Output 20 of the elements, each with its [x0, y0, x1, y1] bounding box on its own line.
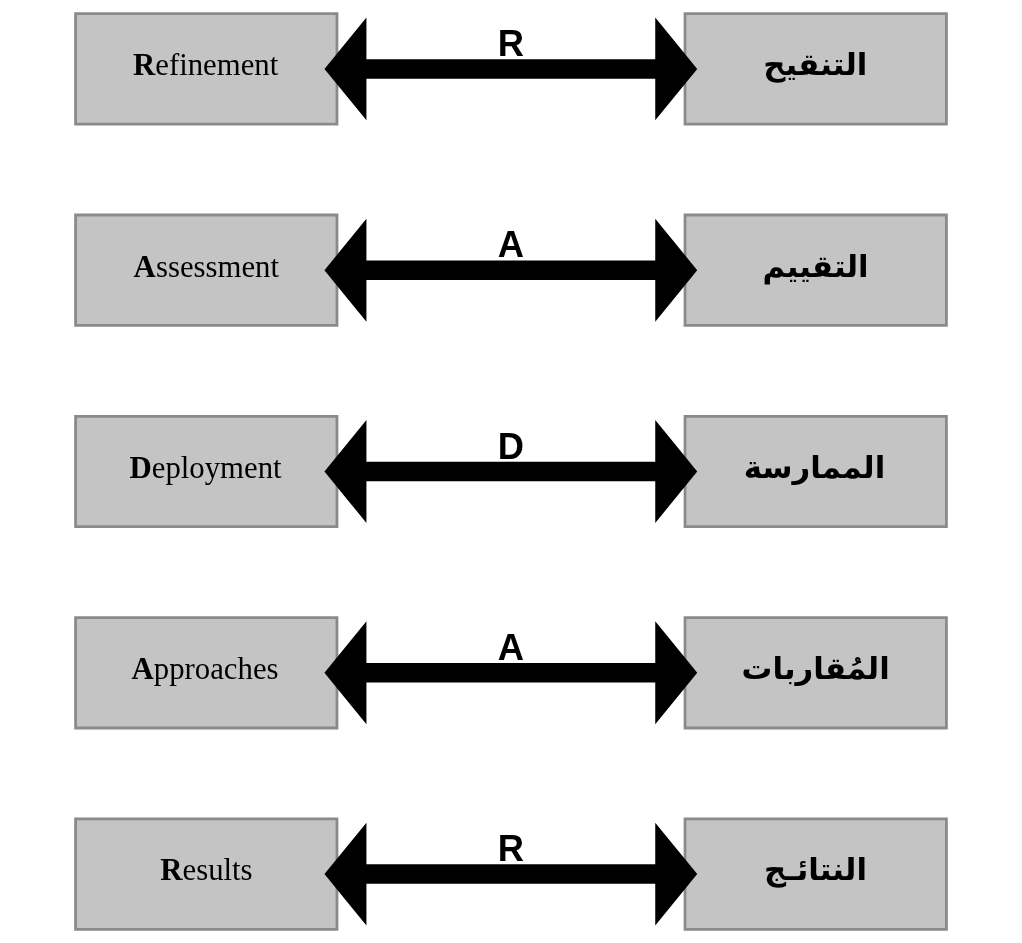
node-box: الممارسة [683, 414, 948, 529]
arrow [324, 621, 698, 725]
edge-label: A [497, 224, 524, 266]
node-box: Refinement [74, 12, 339, 126]
arrow [324, 420, 698, 523]
arrow [324, 17, 698, 121]
node-box: النتائـج [683, 817, 948, 931]
node-box: Results [74, 817, 339, 931]
edge-label: D [497, 425, 524, 467]
node-box: Assessment [74, 213, 339, 327]
arrow [324, 218, 698, 322]
edge-label: A [497, 626, 524, 668]
node-box: المُقاربات [683, 616, 948, 730]
node-box: التنقيح [683, 12, 948, 126]
edge-label: R [497, 828, 524, 870]
arrow [324, 822, 698, 926]
node-box: التقييم [683, 213, 948, 327]
node-box: Approaches [74, 616, 339, 730]
edge-label: R [497, 23, 524, 65]
node-box: Deployment [74, 414, 339, 529]
